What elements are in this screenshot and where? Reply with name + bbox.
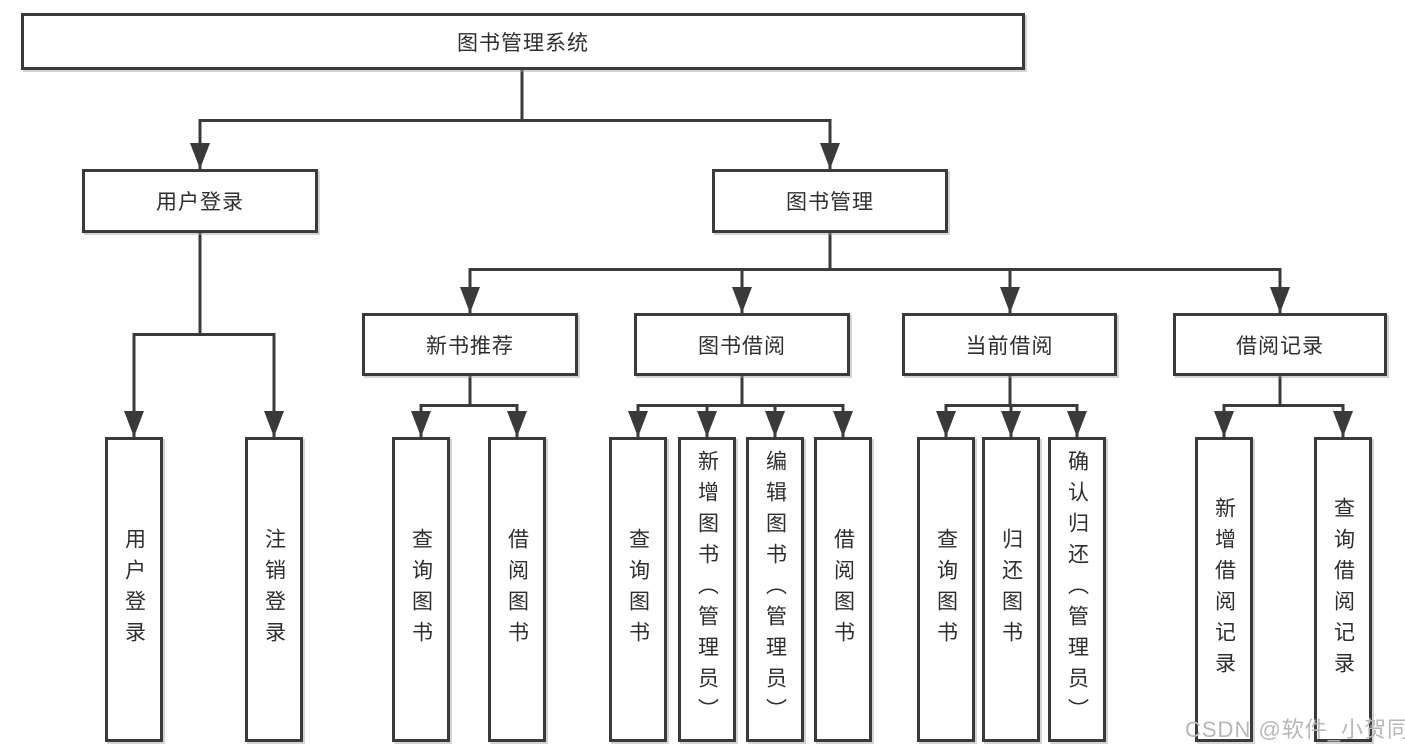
arrowhead	[1270, 287, 1290, 313]
arrowhead	[1214, 411, 1234, 437]
leaf-current-confirm-return-admin: 确认归还（管理员）	[1048, 437, 1106, 742]
arrowhead	[1333, 411, 1353, 437]
csdn-watermark: CSDN @软件_小贺同学	[1185, 717, 1405, 742]
arrowhead	[820, 143, 840, 169]
node-label: 借阅图书	[831, 527, 855, 652]
leaf-borrowing-add-books-admin: 新增图书（管理员）	[678, 437, 736, 742]
node-label: 图书借阅	[698, 334, 786, 358]
arrowhead	[628, 411, 648, 437]
node-label: 当前借阅	[965, 334, 1054, 358]
leaf-current-query-books: 查询图书	[917, 437, 975, 742]
leaf-current-return-books: 归还图书	[982, 437, 1040, 742]
leaf-records-query-record: 查询借阅记录	[1314, 437, 1372, 742]
leaf-borrowing-query-books: 查询图书	[609, 437, 667, 742]
arrowhead	[765, 411, 785, 437]
leaf-newbook-borrow-books: 借阅图书	[488, 437, 546, 742]
node-label: 查询图书	[626, 527, 650, 652]
node-label: 借阅记录	[1236, 334, 1324, 358]
arrowhead	[697, 411, 717, 437]
arrowhead	[833, 411, 853, 437]
node-book-borrowing: 图书借阅	[634, 313, 850, 376]
node-label: 新增借阅记录	[1212, 496, 1236, 683]
node-label: 注销登录	[262, 527, 286, 652]
arrowhead	[732, 287, 752, 313]
node-book-management: 图书管理	[712, 169, 948, 233]
node-label: 查询图书	[934, 527, 958, 652]
node-label: 查询图书	[409, 527, 433, 652]
node-label: 归还图书	[999, 527, 1023, 652]
node-library-management-system: 图书管理系统	[21, 13, 1025, 70]
node-label: 用户登录	[122, 527, 146, 652]
node-borrowing-records: 借阅记录	[1173, 313, 1387, 376]
leaf-newbook-query-books: 查询图书	[392, 437, 450, 742]
node-label: 借阅图书	[505, 527, 529, 652]
node-user-login: 用户登录	[82, 169, 318, 233]
connector-line	[132, 70, 1345, 437]
leaf-borrowing-edit-books-admin: 编辑图书（管理员）	[746, 437, 804, 742]
arrowhead	[1067, 411, 1087, 437]
arrowhead	[936, 411, 956, 437]
node-label: 确认归还（管理员）	[1065, 450, 1089, 729]
leaf-logout: 注销登录	[245, 437, 303, 742]
node-label: 新书推荐	[426, 334, 514, 358]
leaf-borrowing-borrow-books: 借阅图书	[814, 437, 872, 742]
node-label: 图书管理	[786, 191, 874, 214]
node-current-borrowing: 当前借阅	[902, 313, 1117, 376]
arrowhead	[124, 411, 144, 437]
arrowhead	[460, 287, 480, 313]
leaf-user-login: 用户登录	[105, 437, 163, 742]
arrowhead	[507, 411, 527, 437]
node-label: 查询借阅记录	[1331, 496, 1355, 683]
node-new-book-recommend: 新书推荐	[362, 313, 578, 376]
node-label: 用户登录	[156, 191, 244, 214]
node-label: 编辑图书（管理员）	[763, 450, 787, 729]
arrowhead	[1001, 411, 1021, 437]
node-label: 图书管理系统	[457, 31, 589, 55]
arrowhead	[264, 411, 284, 437]
leaf-records-add-record: 新增借阅记录	[1195, 437, 1253, 742]
node-label: 新增图书（管理员）	[695, 450, 719, 729]
arrowhead	[190, 143, 210, 169]
arrowhead	[1000, 287, 1020, 313]
arrowhead	[411, 411, 431, 437]
